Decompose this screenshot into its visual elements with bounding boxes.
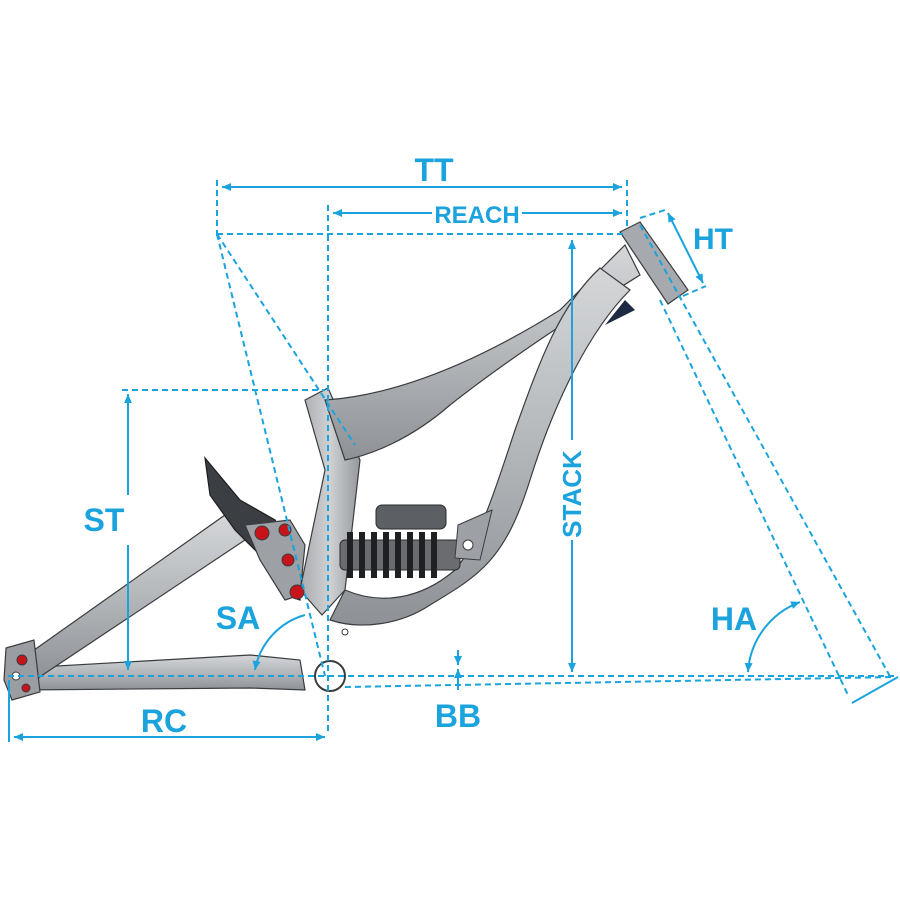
label-ht: HT — [693, 223, 733, 256]
shock-reservoir — [375, 504, 447, 530]
pivot-bolt-1 — [254, 525, 270, 541]
pivot-bolt-3 — [281, 553, 295, 567]
seat-angle-line-2 — [216, 233, 356, 446]
dropout-bolt-upper — [16, 654, 28, 666]
bb-pivot-hole — [341, 628, 349, 636]
head-tube — [619, 221, 689, 305]
sa-angle-arc — [252, 614, 306, 671]
ha-angle-arc — [744, 601, 801, 673]
ht-arrow — [667, 212, 704, 284]
seat-angle-line-1 — [216, 233, 326, 677]
dropout-bolt-lower — [21, 683, 31, 693]
shock-spring — [347, 532, 437, 578]
ht-extension-bottom — [682, 285, 707, 297]
ht-extension-top — [639, 209, 666, 219]
seatstay — [19, 514, 246, 681]
label-stack: STACK — [557, 450, 587, 538]
head-axis-line-1 — [639, 224, 893, 681]
label-rc: RC — [141, 703, 187, 739]
bb-reference-line — [344, 676, 896, 688]
dimension-lines — [8, 180, 899, 742]
label-bb: BB — [435, 698, 481, 734]
head-axis-line-2 — [659, 299, 849, 696]
shock-mount-bolt — [462, 539, 474, 551]
label-st: ST — [84, 502, 125, 538]
label-ha: HA — [711, 601, 757, 637]
label-reach: REACH — [434, 202, 519, 229]
dimension-labels: TT REACH HT STACK ST SA HA BB RC — [84, 152, 758, 739]
label-tt: TT — [414, 152, 454, 188]
label-sa: SA — [216, 600, 260, 636]
pivot-bolt-4 — [289, 584, 305, 600]
head-tube-cutout — [605, 300, 635, 325]
rear-dropout — [3, 639, 41, 701]
head-axis-end-cap — [851, 676, 899, 704]
rear-shock — [339, 504, 493, 578]
